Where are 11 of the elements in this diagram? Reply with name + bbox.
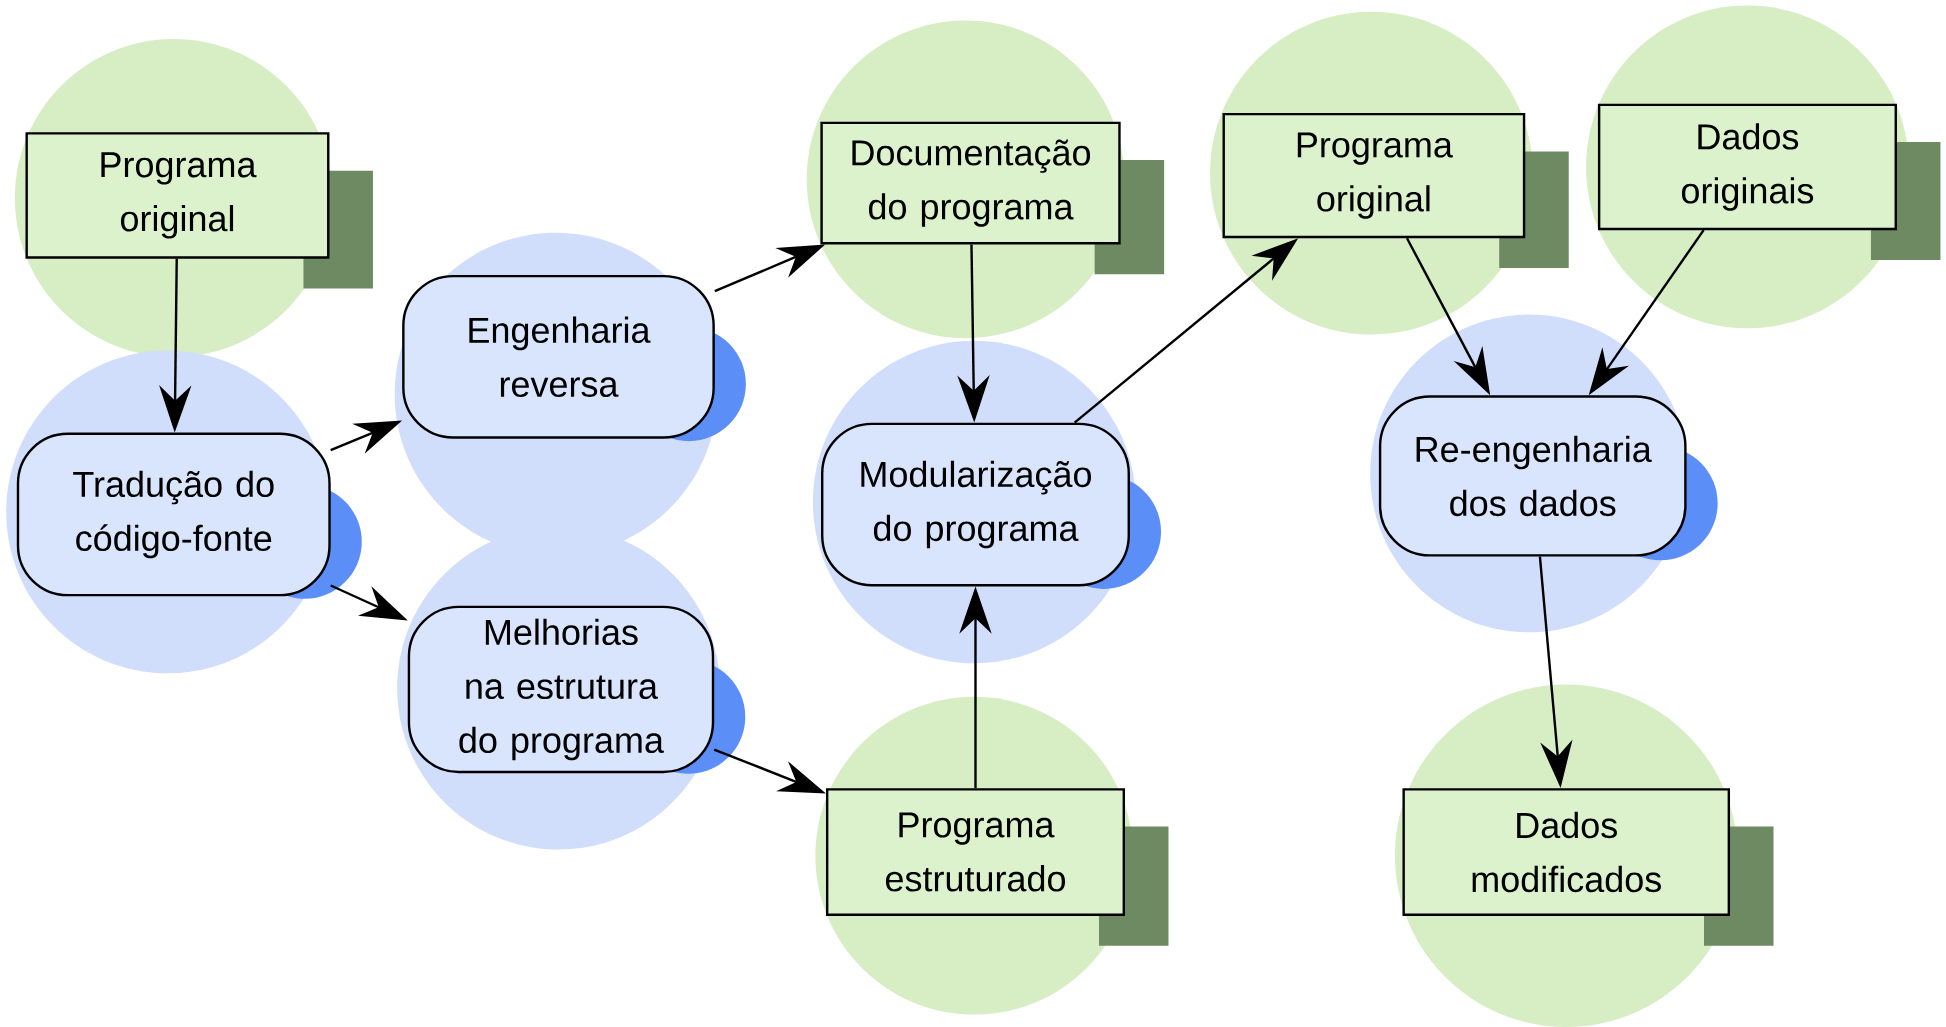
process-box: Modularização do programa (821, 422, 1130, 587)
process-box: Engenharia reversa (402, 274, 715, 439)
data-box: Programa original (25, 132, 330, 259)
data-box: Documentação do programa (820, 121, 1121, 245)
data-box: Programa estruturado (825, 788, 1125, 916)
process-box: Re-engenharia dos dados (1378, 395, 1687, 557)
data-box: Dados modificados (1402, 788, 1731, 916)
process-box: Melhorias na estrutura do programa (407, 605, 715, 774)
process-box: Tradução do código-fonte (16, 432, 331, 597)
data-box: Programa original (1222, 112, 1526, 239)
data-box: Dados originais (1597, 103, 1897, 231)
